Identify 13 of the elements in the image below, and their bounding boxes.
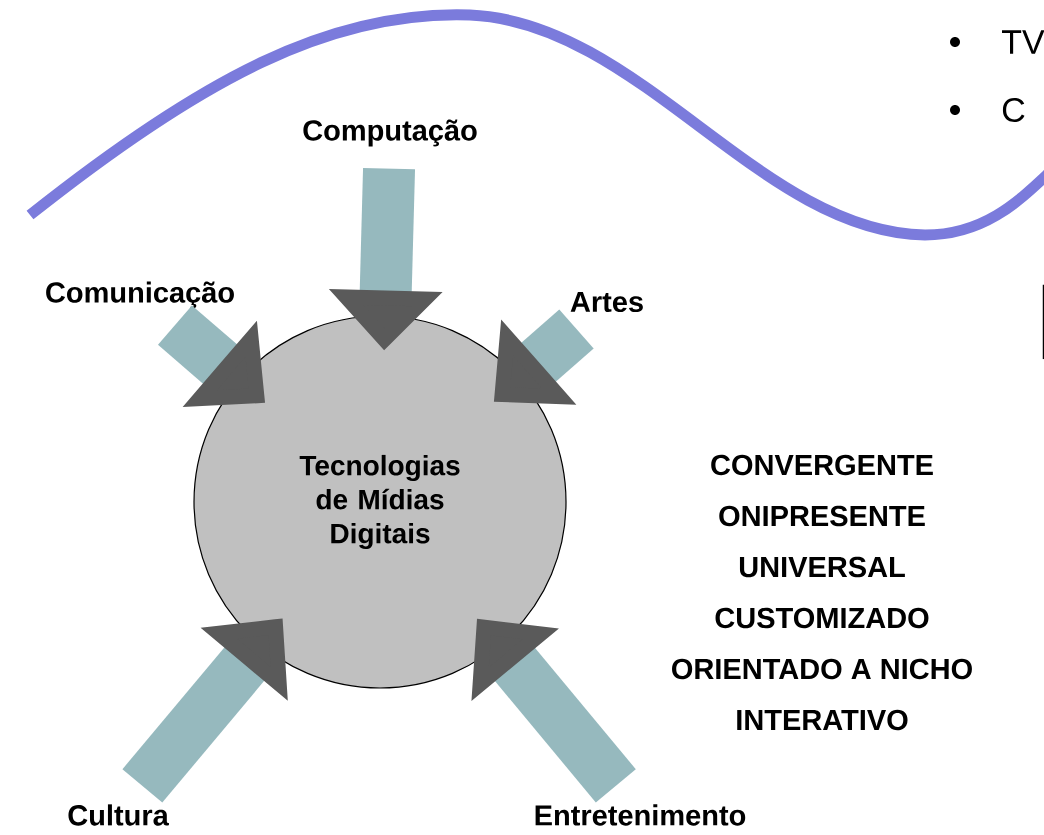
bullet-text: C [1002, 97, 1025, 123]
category-label: Comunicação [46, 281, 234, 309]
property-label: UNIVERSAL [739, 556, 905, 578]
category-label: Computação [303, 119, 477, 147]
bullet-text: TV [1001, 30, 1044, 54]
category-label: Artes [570, 291, 643, 313]
property-label: ONIPRESENTE [719, 505, 925, 527]
category-label: Cultura [68, 804, 169, 826]
property-label: CONVERGENTE [711, 454, 933, 476]
category-label: Entretenimento [535, 804, 746, 826]
property-label: ORIENTADO A NICHO [672, 658, 972, 680]
property-label: CUSTOMIZADO [715, 607, 929, 629]
property-label: INTERATIVO [737, 709, 908, 731]
